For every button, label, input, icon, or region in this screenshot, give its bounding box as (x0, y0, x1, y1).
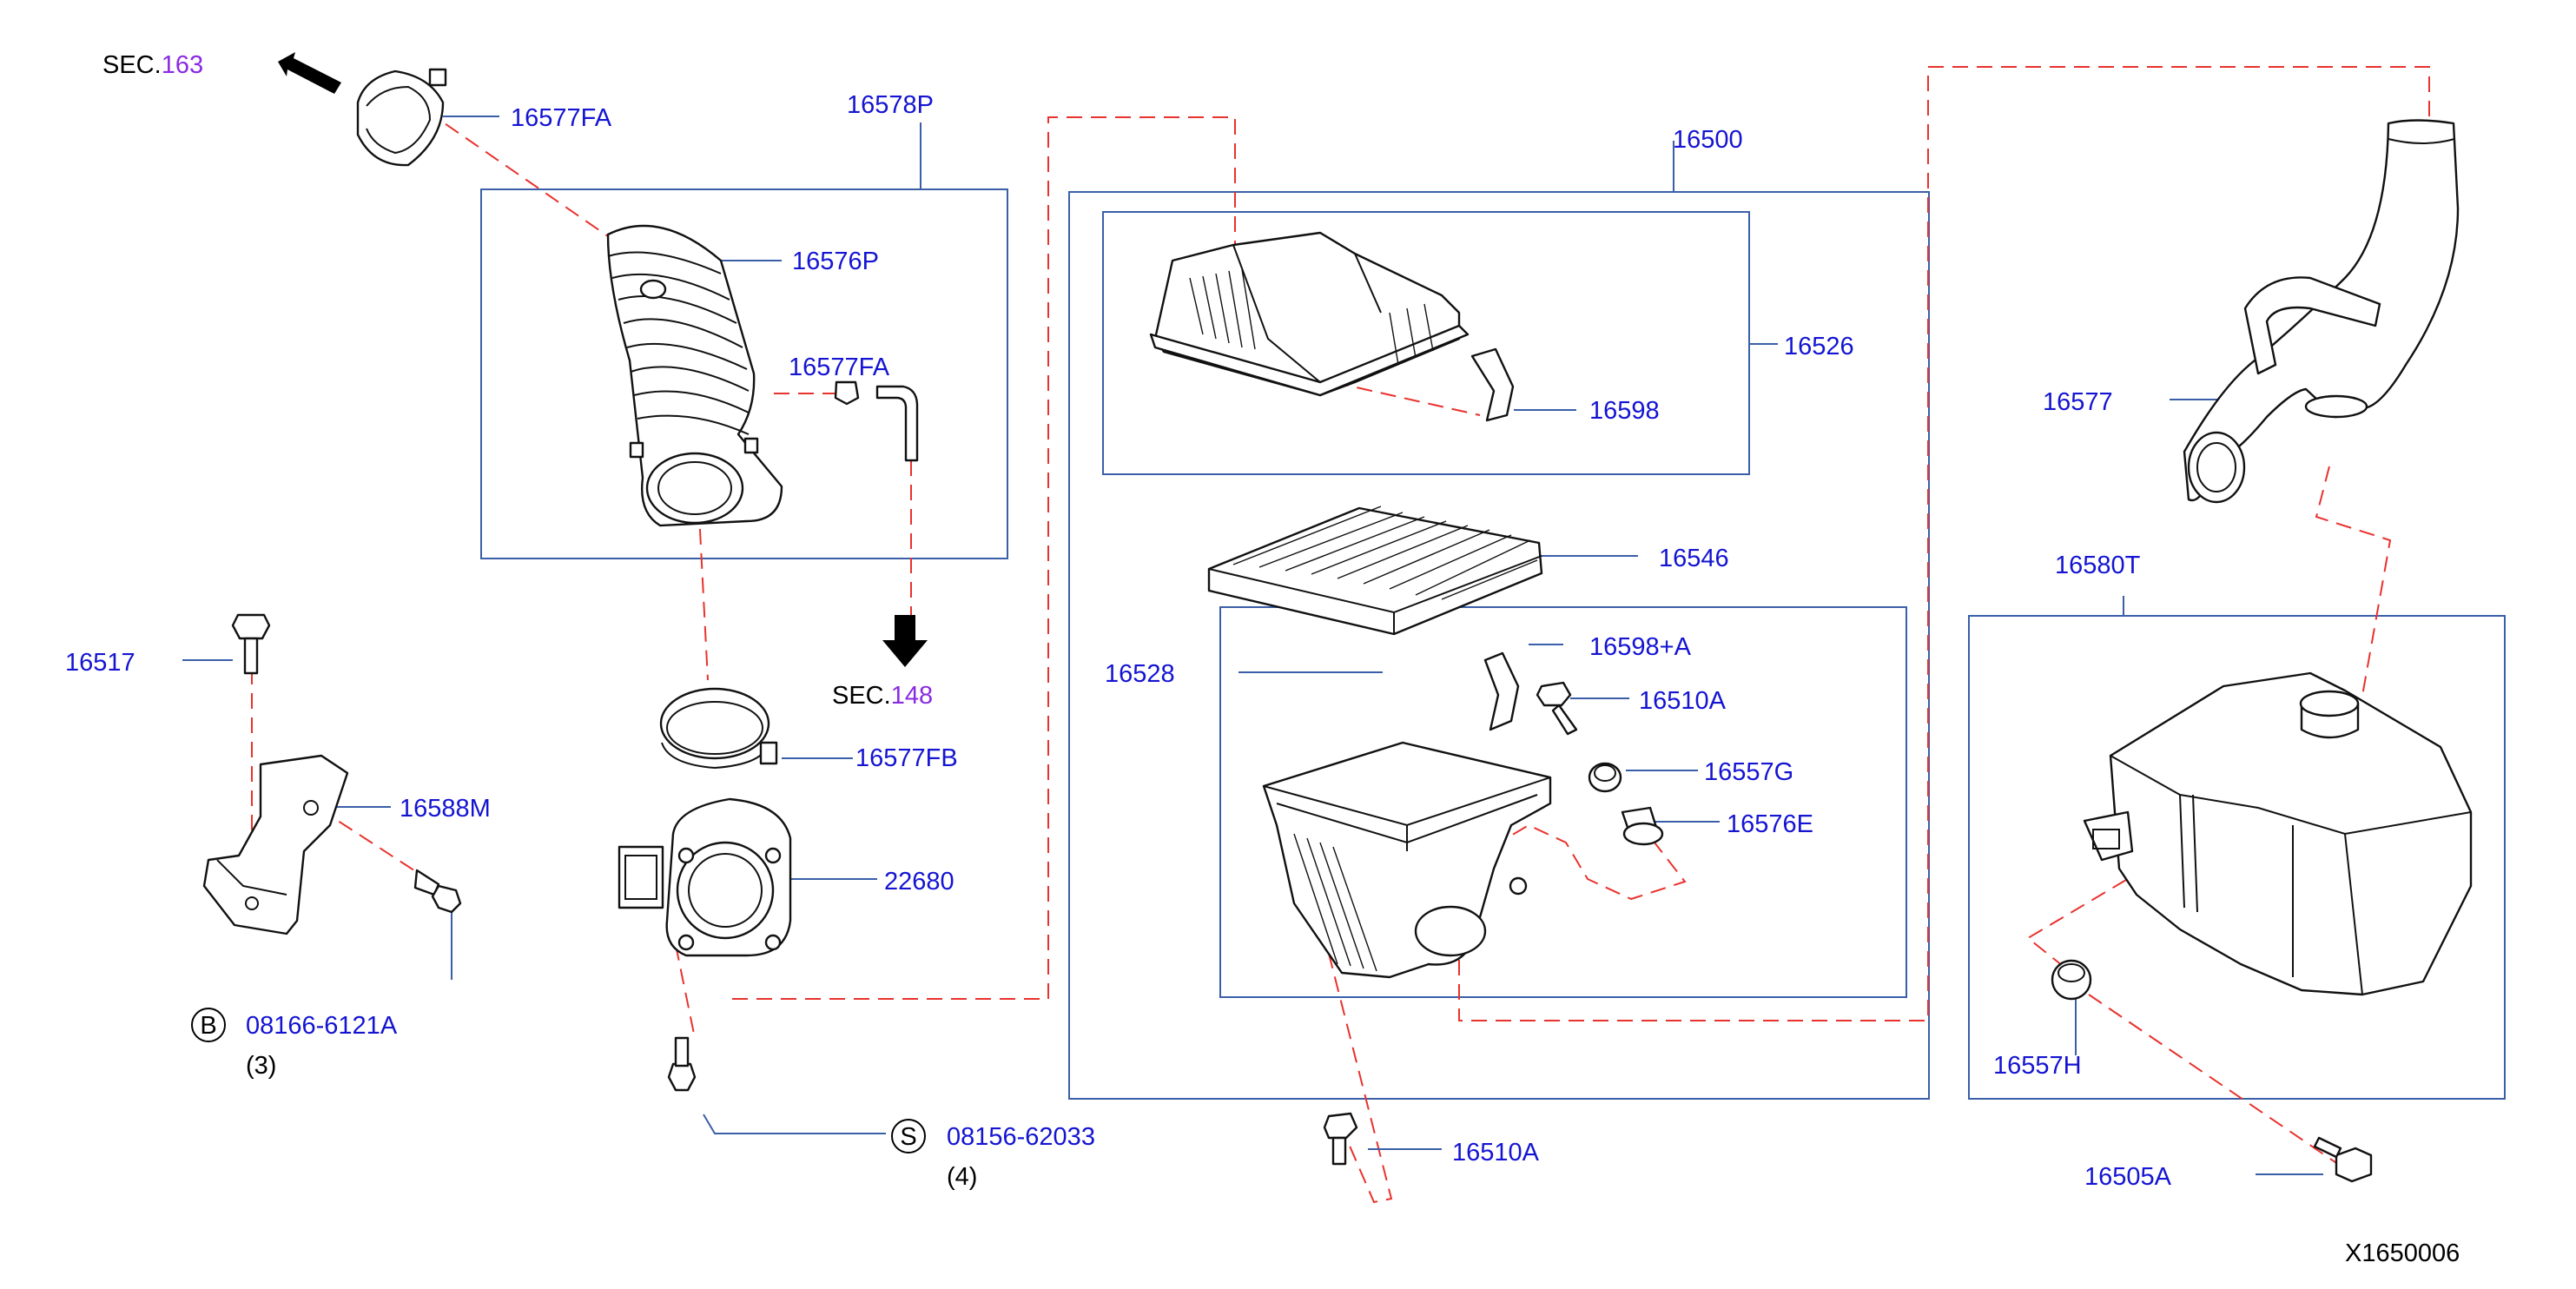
bolt-b-symbol: B (200, 1012, 216, 1040)
figure-id: X1650006 (2345, 1239, 2460, 1267)
label-16598a[interactable]: 16598+A (1589, 633, 1692, 661)
grommet-16557g (1588, 762, 1622, 793)
filter-element-16546 (1207, 506, 1543, 636)
bolt-16517 (231, 613, 271, 675)
label-16528[interactable]: 16528 (1105, 660, 1175, 688)
duct-16576p (606, 224, 783, 527)
label-16577fa-mid[interactable]: 16577FA (789, 354, 890, 381)
cap-16576e (1621, 806, 1664, 846)
label-16510a-mid[interactable]: 16510A (1639, 687, 1727, 715)
label-16546[interactable]: 16546 (1659, 545, 1729, 572)
bolt-b-symbol-circle (191, 1008, 226, 1042)
label-16517[interactable]: 16517 (65, 649, 135, 677)
bolt-16510a-mid (1536, 681, 1578, 736)
label-16578p[interactable]: 16578P (847, 91, 934, 119)
label-16577fa-top[interactable]: 16577FA (511, 104, 612, 132)
bolt-16505a (2313, 1136, 2373, 1183)
label-22680[interactable]: 22680 (884, 868, 954, 896)
label-16505a[interactable]: 16505A (2084, 1163, 2172, 1191)
bolt-s-symbol-circle (891, 1119, 926, 1153)
bolt-16510a-bottom (1323, 1112, 1358, 1166)
bolt-b-quantity: (3) (246, 1052, 276, 1080)
label-16598[interactable]: 16598 (1589, 397, 1660, 425)
assembly-lines (251, 66, 2430, 1204)
duct-16577 (2183, 119, 2460, 504)
bolt-08156-62033 (667, 1036, 697, 1092)
group-box-16580t (1968, 615, 2506, 1100)
bolt-08166-6121a (413, 869, 462, 914)
label-16526[interactable]: 16526 (1784, 333, 1854, 360)
label-16577[interactable]: 16577 (2043, 388, 2113, 416)
label-16576e[interactable]: 16576E (1727, 810, 1813, 838)
bolt-s-symbol: S (900, 1123, 916, 1151)
air-cleaner-body-16528 (1262, 741, 1552, 979)
label-16557g[interactable]: 16557G (1704, 758, 1793, 786)
label-16557h[interactable]: 16557H (1993, 1052, 2082, 1080)
label-16510a-bottom[interactable]: 16510A (1452, 1139, 1540, 1167)
group-box-16578p (480, 188, 1008, 559)
clamp-16577fb (659, 687, 778, 770)
air-flow-meter-22680 (618, 797, 792, 957)
label-16500[interactable]: 16500 (1673, 126, 1743, 154)
clip-16598 (1470, 347, 1515, 422)
clamp-16577fa-top (356, 68, 447, 167)
leader-lines (182, 116, 2323, 1175)
label-16577fb[interactable]: 16577FB (855, 744, 958, 772)
sec148-label[interactable]: SEC.148 (832, 682, 933, 710)
arrow-sec163-icon (278, 52, 341, 94)
grommet-16557h (2051, 959, 2092, 1001)
bracket-16588m (202, 754, 349, 935)
arrow-sec148-icon (882, 615, 928, 667)
resonator-16580t (2083, 671, 2473, 996)
label-16588m[interactable]: 16588M (400, 795, 491, 823)
label-16580t[interactable]: 16580T (2055, 552, 2141, 579)
bolt-s-quantity: (4) (947, 1163, 977, 1191)
clamp-16577fa-mid (834, 380, 919, 462)
label-08156-62033[interactable]: 08156-62033 (947, 1123, 1095, 1151)
sec163-label[interactable]: SEC.163 (102, 51, 203, 79)
group-box-16528 (1219, 606, 1907, 998)
label-16576p[interactable]: 16576P (792, 248, 879, 275)
label-08166-6121a[interactable]: 08166-6121A (246, 1012, 398, 1040)
air-cleaner-cover-16526 (1149, 231, 1470, 397)
clip-16598a (1483, 651, 1520, 731)
